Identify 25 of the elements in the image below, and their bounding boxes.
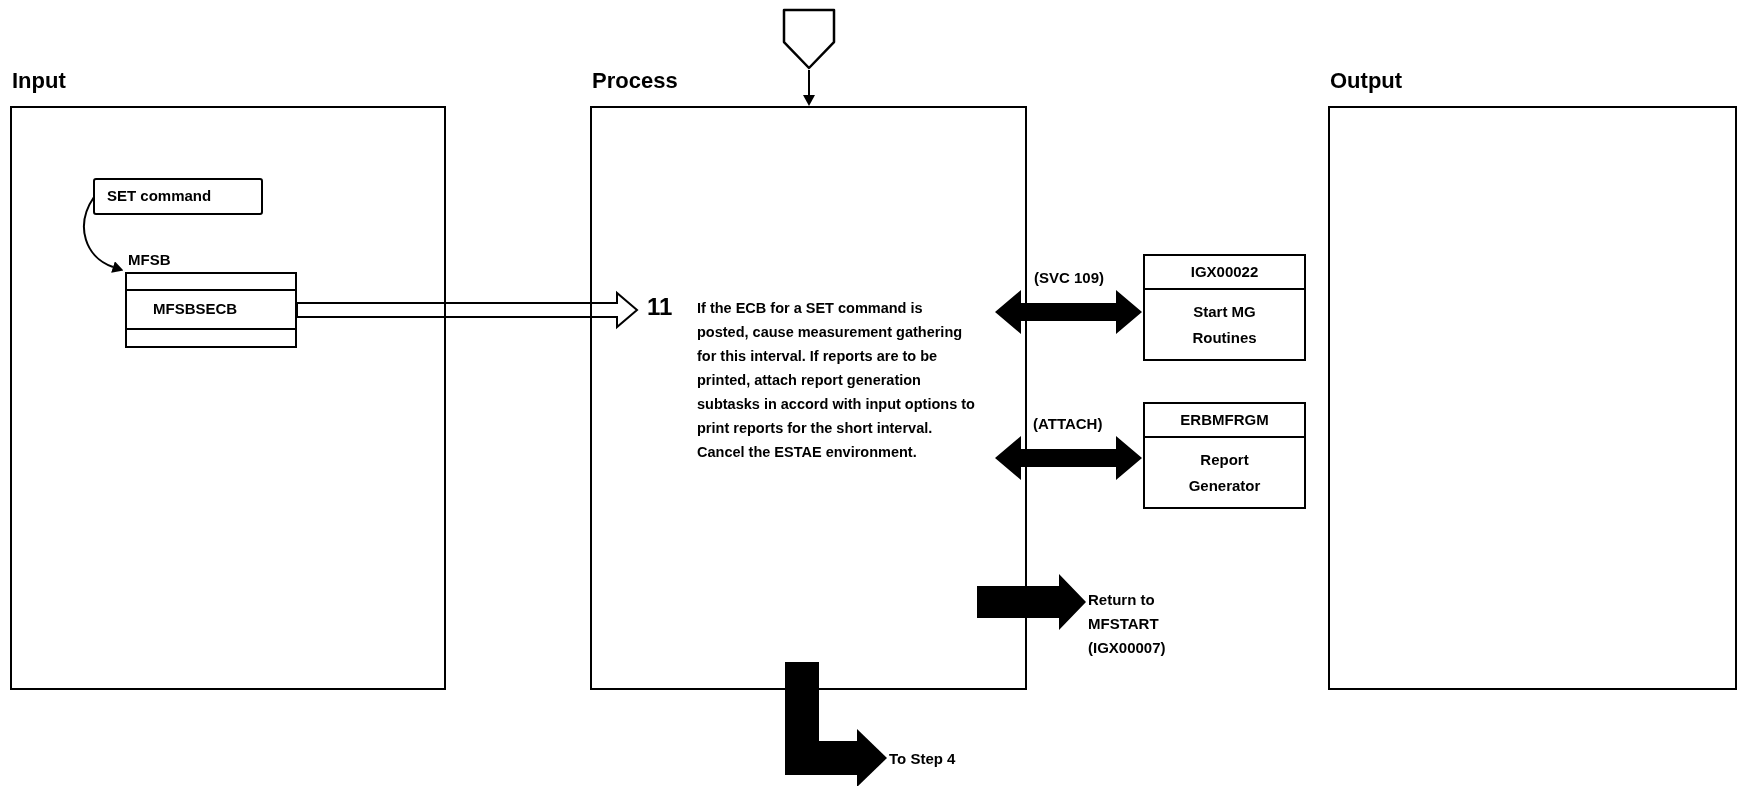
module-description: Report Generator	[1187, 449, 1262, 496]
target-label: To Step 4	[889, 747, 979, 769]
step-number: 11	[647, 292, 673, 322]
field-name: MFSBSECB	[153, 299, 238, 320]
module-description: Start MG Routines	[1191, 301, 1258, 348]
off-page-connector	[782, 8, 836, 70]
arrow	[803, 69, 815, 106]
target-label: Return to MFSTART (IGX00007)	[1088, 588, 1198, 663]
command-box	[93, 178, 263, 215]
module-name: ERBMFRGM	[1180, 409, 1269, 430]
block-arrow	[977, 574, 1086, 630]
arrow	[83, 196, 124, 273]
panel-heading: Process	[592, 67, 678, 95]
block-arrow	[785, 662, 887, 786]
module-name: IGX00022	[1190, 261, 1259, 282]
command-label: SET command	[107, 186, 212, 207]
panel-heading: Output	[1330, 67, 1403, 95]
block-arrow	[995, 436, 1142, 480]
module-box	[1143, 402, 1306, 509]
step-description: If the ECB for a SET command is posted, cause measurement gathering for this interval. If reports are to be printed, attach report generation subtasks in accord with input options to print reports for the short interval. Cancel the ESTAE environment.	[697, 299, 975, 462]
hollow-arrow	[296, 290, 639, 330]
block-label: MFSB	[128, 250, 171, 270]
panel-heading: Input	[12, 67, 66, 95]
block-arrow	[995, 290, 1142, 334]
module-box	[1143, 254, 1306, 361]
